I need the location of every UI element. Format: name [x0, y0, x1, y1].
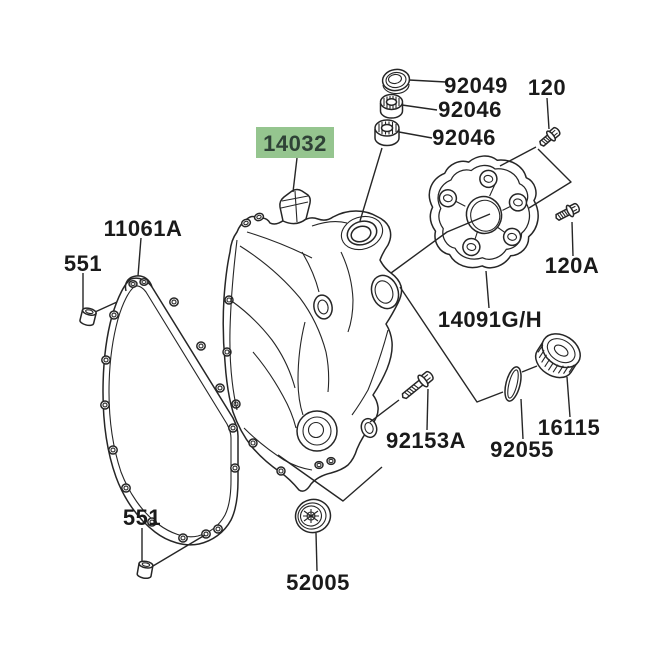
part-label-551-bottom: 551 [123, 505, 161, 530]
bolt-92153a-drawing [401, 370, 434, 400]
bolt-120-drawing [539, 126, 561, 147]
part-label-92153a: 92153A [386, 428, 466, 453]
bearing-lower-drawing [374, 119, 400, 147]
part-label-92046-upper: 92046 [438, 97, 502, 122]
bearing-upper-drawing [379, 93, 404, 119]
part-label-14032-selected[interactable]: 14032 [263, 131, 327, 156]
part-label-11061a: 11061A [104, 216, 183, 241]
part-label-52005: 52005 [286, 570, 350, 595]
clutch-cover-drawing [222, 188, 403, 492]
part-label-120a: 120A [545, 253, 600, 278]
plug-52005-drawing [294, 498, 332, 534]
part-label-92046-lower: 92046 [432, 125, 496, 150]
part-label-551-top: 551 [64, 251, 102, 276]
part-label-92055: 92055 [490, 437, 554, 462]
oil-cap-drawing [534, 333, 581, 379]
bolt-120a-drawing [555, 202, 581, 221]
oring-drawing [504, 366, 522, 402]
part-label-14091gh: 14091G/H [438, 307, 542, 332]
leader-lines [82, 79, 574, 572]
highlight-box-14032 [256, 127, 334, 158]
part-labels: 92049 92046 92046 120 14032 11061A 551 1… [64, 73, 600, 595]
bushing-551-top-drawing [79, 307, 97, 327]
bushing-551-bottom-drawing [136, 560, 154, 580]
part-label-92049: 92049 [444, 73, 508, 98]
gasket-drawing [100, 275, 240, 546]
pulser-cover-drawing [428, 155, 542, 270]
oil-seal-drawing [381, 68, 411, 95]
part-label-120: 120 [528, 75, 566, 100]
part-label-16115: 16115 [538, 415, 600, 440]
